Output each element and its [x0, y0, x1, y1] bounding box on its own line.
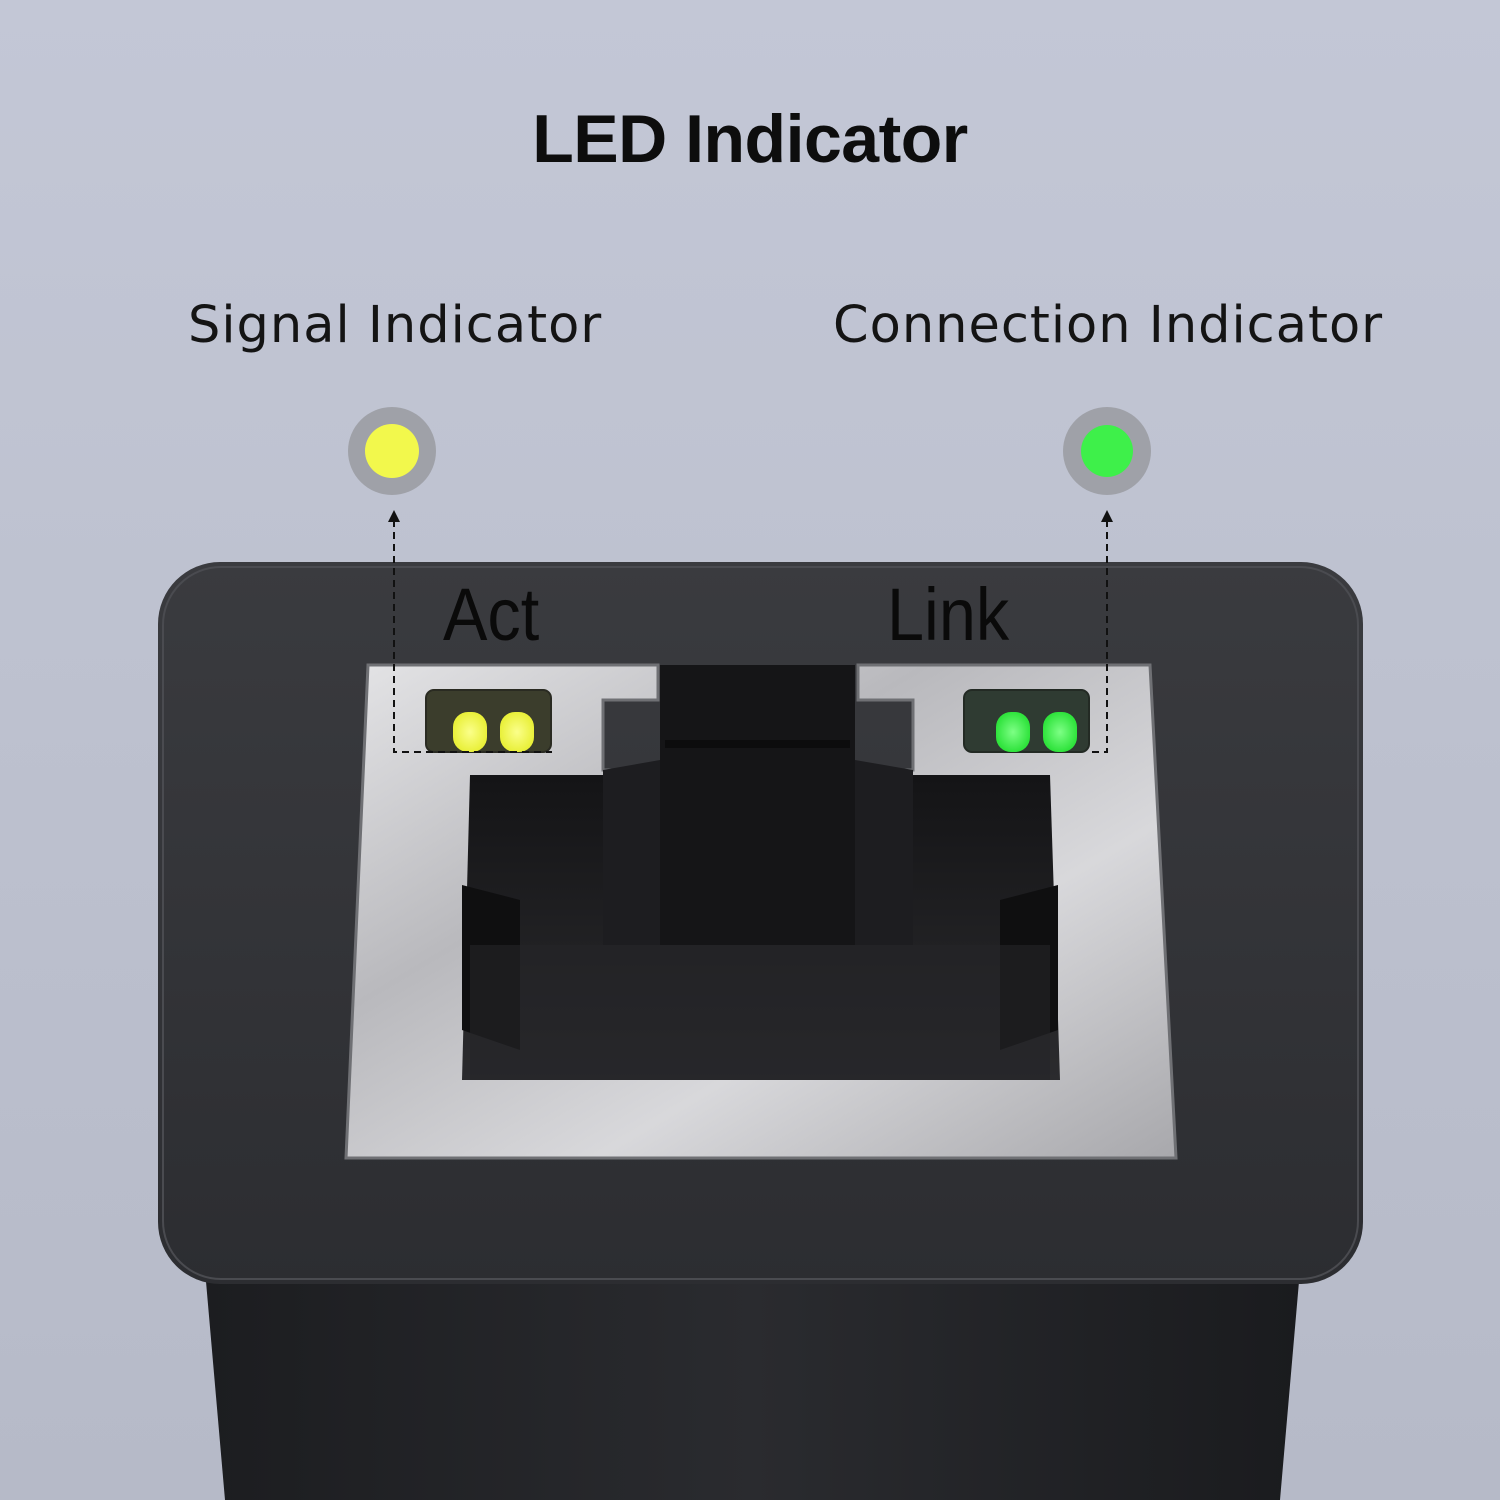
signal-indicator-dot [348, 407, 436, 495]
act-led-pair [453, 712, 534, 752]
connection-indicator-dot [1063, 407, 1151, 495]
signal-callout-line [393, 520, 552, 753]
connection-indicator-label: Connection Indicator [833, 296, 1384, 355]
link-port-label: Link [887, 573, 1010, 656]
page-title: LED Indicator [532, 101, 968, 177]
signal-arrow-icon [388, 510, 400, 522]
connection-arrow-icon [1101, 510, 1113, 522]
link-led-pair [996, 712, 1077, 752]
signal-indicator-label: Signal Indicator [188, 296, 603, 355]
act-port-label: Act [443, 573, 540, 656]
latch-slot [660, 665, 855, 945]
connection-callout-line [1090, 520, 1108, 753]
adapter-body-side [205, 1270, 1300, 1500]
